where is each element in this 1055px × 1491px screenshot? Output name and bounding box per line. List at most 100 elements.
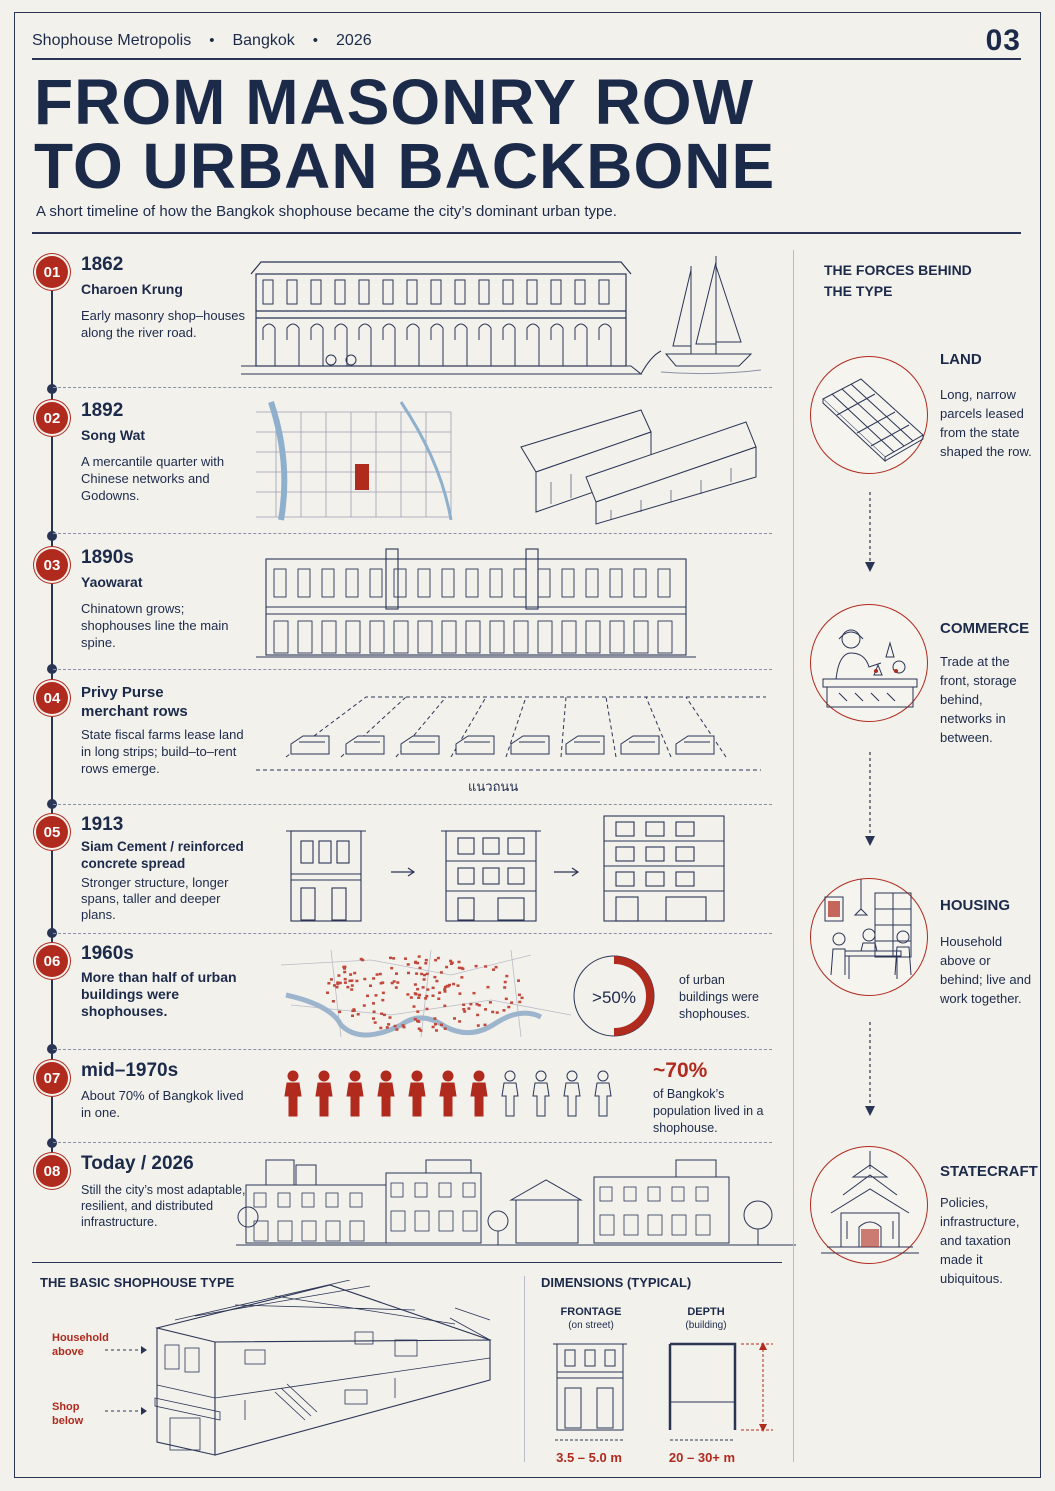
entry-year: 1862 <box>81 254 124 275</box>
force-commerce: COMMERCE Trade at the front, storage beh… <box>810 604 1030 745</box>
entry-description: State fiscal farms lease land in long st… <box>81 727 244 776</box>
entry-place: Song Wat <box>81 427 146 443</box>
building-height-evolution-illustration <box>286 815 725 922</box>
timeline-spine <box>51 274 53 1154</box>
force-name: STATECRAFT <box>940 1163 1038 1180</box>
person-icon-other <box>532 1070 550 1117</box>
dimensions-title: DIMENSIONS (TYPICAL) <box>541 1275 692 1290</box>
bottom-rule <box>32 1262 782 1263</box>
page-title: FROM MASONRY ROW TO URBAN BACKBONE <box>34 70 794 198</box>
separator-dot: • <box>312 32 319 49</box>
down-arrow-icon <box>865 492 875 572</box>
frontage-value: 3.5 – 5.0 m <box>556 1450 622 1465</box>
entry-place: Yaowarat <box>81 574 143 590</box>
depth-label: DEPTH <box>687 1306 725 1318</box>
entry-description: Early masonry shop–houses along the rive… <box>81 308 246 340</box>
song-wat-map-and-godowns-illustration <box>256 401 757 525</box>
series-year: 2026 <box>336 32 372 49</box>
force-description: Household above or behind; live and work… <box>940 934 1032 1006</box>
series-meta: Shophouse Metropolis • Bangkok • 2026 <box>32 32 372 50</box>
step-badge: 07 <box>36 1062 68 1094</box>
force-description: Policies, infrastructure, and taxation m… <box>940 1195 1020 1286</box>
person-icon-shophouse <box>377 1070 395 1117</box>
step-badge: 03 <box>36 549 68 581</box>
timeline-node <box>47 384 57 394</box>
entry-divider <box>53 1142 772 1143</box>
separator-dot: • <box>209 32 215 49</box>
timeline-item-privy-purse: 04 Privy Purse merchant rows State fisca… <box>36 682 772 805</box>
over-50-percent-donut: >50% <box>573 955 655 1037</box>
family-table-icon <box>810 878 928 996</box>
entry-description: About 70% of Bangkok lived in one. <box>81 1088 244 1120</box>
force-housing: HOUSING Household above or behind; live … <box>810 878 1031 1006</box>
timeline-node <box>47 664 57 674</box>
title-line-2: TO URBAN BACKBONE <box>34 130 776 202</box>
frontage-label: FRONTAGE <box>560 1306 622 1318</box>
timeline-node <box>47 1044 57 1054</box>
land-parcel-icon <box>810 356 928 474</box>
depth-value: 20 – 30+ m <box>668 1450 736 1465</box>
depth-sublabel: (building) <box>685 1320 727 1331</box>
entry-divider <box>53 933 772 934</box>
sidebar-divider <box>793 250 794 1462</box>
entry-divider <box>53 1049 772 1050</box>
main-rule <box>32 232 1021 234</box>
force-name: LAND <box>940 351 982 368</box>
entry-place: Charoen Krung <box>81 281 183 297</box>
basic-type-title: THE BASIC SHOPHOUSE TYPE <box>40 1275 235 1290</box>
timeline-item-mid-1970s: 07 mid–1970s About 70% of Bangkok lived … <box>36 1059 772 1143</box>
population-pictogram <box>284 1070 612 1117</box>
frontage-sublabel: (on street) <box>568 1320 614 1331</box>
person-icon-shophouse <box>346 1070 364 1117</box>
entry-description: A mercantile quarter with Chinese networ… <box>81 454 225 503</box>
timeline-node <box>47 799 57 809</box>
force-description: Trade at the front, storage behind, netw… <box>940 654 1017 745</box>
down-arrow-icon <box>865 1022 875 1116</box>
timeline-item-1890s: 03 1890s Yaowarat Chinatown grows; shoph… <box>36 547 772 670</box>
timeline-item-1960s: 06 1960s More than half of urban buildin… <box>36 943 772 1050</box>
page-number: 03 <box>985 24 1021 57</box>
step-badge: 04 <box>36 682 68 714</box>
household-label: Household above <box>52 1332 109 1358</box>
entry-year: 1890s <box>81 547 134 568</box>
person-icon-shophouse <box>439 1070 457 1117</box>
timeline-node <box>47 531 57 541</box>
entry-year: 1960s <box>81 943 134 964</box>
palace-icon <box>810 1146 928 1264</box>
force-name: COMMERCE <box>940 620 1030 637</box>
stat-description: of urban buildings were shophouses. <box>679 973 759 1021</box>
shop-label: Shop below <box>52 1401 84 1427</box>
entry-description: Still the city’s most adaptable, resilie… <box>81 1183 246 1229</box>
bangkok-density-map-illustration <box>280 949 572 1038</box>
entry-description: Chinatown grows; shophouses line the mai… <box>81 601 229 650</box>
entry-year: mid–1970s <box>81 1060 179 1081</box>
stat-description: of Bangkok’s population lived in a shoph… <box>653 1087 764 1135</box>
step-badge: 05 <box>36 816 68 848</box>
contemporary-streetscape-illustration <box>236 1159 796 1246</box>
merchant-icon <box>810 604 928 722</box>
title-line-1: FROM MASONRY ROW <box>34 66 754 138</box>
entry-year: 1892 <box>81 400 124 421</box>
entry-divider <box>53 533 772 534</box>
person-icon-shophouse <box>408 1070 426 1117</box>
page-subtitle: A short timeline of how the Bangkok shop… <box>36 203 617 220</box>
series-name: Shophouse Metropolis <box>32 32 192 49</box>
person-icon-other <box>563 1070 581 1117</box>
timeline-item-1913: 05 1913 Siam Cement / reinforced concret… <box>36 814 772 934</box>
entry-place: More than half of urban buildings were s… <box>81 969 237 1019</box>
timeline-item-today: 08 Today / 2026 Still the city’s most ad… <box>36 1153 796 1250</box>
yaowarat-street-illustration <box>256 548 696 658</box>
timeline-item-1862: 01 1862 Charoen Krung Early masonry shop… <box>36 254 772 388</box>
entry-year: Today / 2026 <box>81 1153 194 1174</box>
leased-strip-plots-illustration <box>256 696 766 771</box>
person-icon-other <box>594 1070 612 1117</box>
entry-divider <box>53 804 772 805</box>
timeline-item-1892: 02 1892 Song Wat A mercantile quarter wi… <box>36 400 772 534</box>
force-description: Long, narrow parcels leased from the sta… <box>940 387 1032 459</box>
entry-place: Siam Cement / reinforced concrete spread <box>81 839 244 871</box>
step-badge: 06 <box>36 945 68 977</box>
page-frame <box>14 12 1041 1478</box>
entry-year: 1913 <box>81 814 124 835</box>
person-icon-shophouse <box>315 1070 333 1117</box>
entry-year: Privy Purse <box>81 684 164 701</box>
